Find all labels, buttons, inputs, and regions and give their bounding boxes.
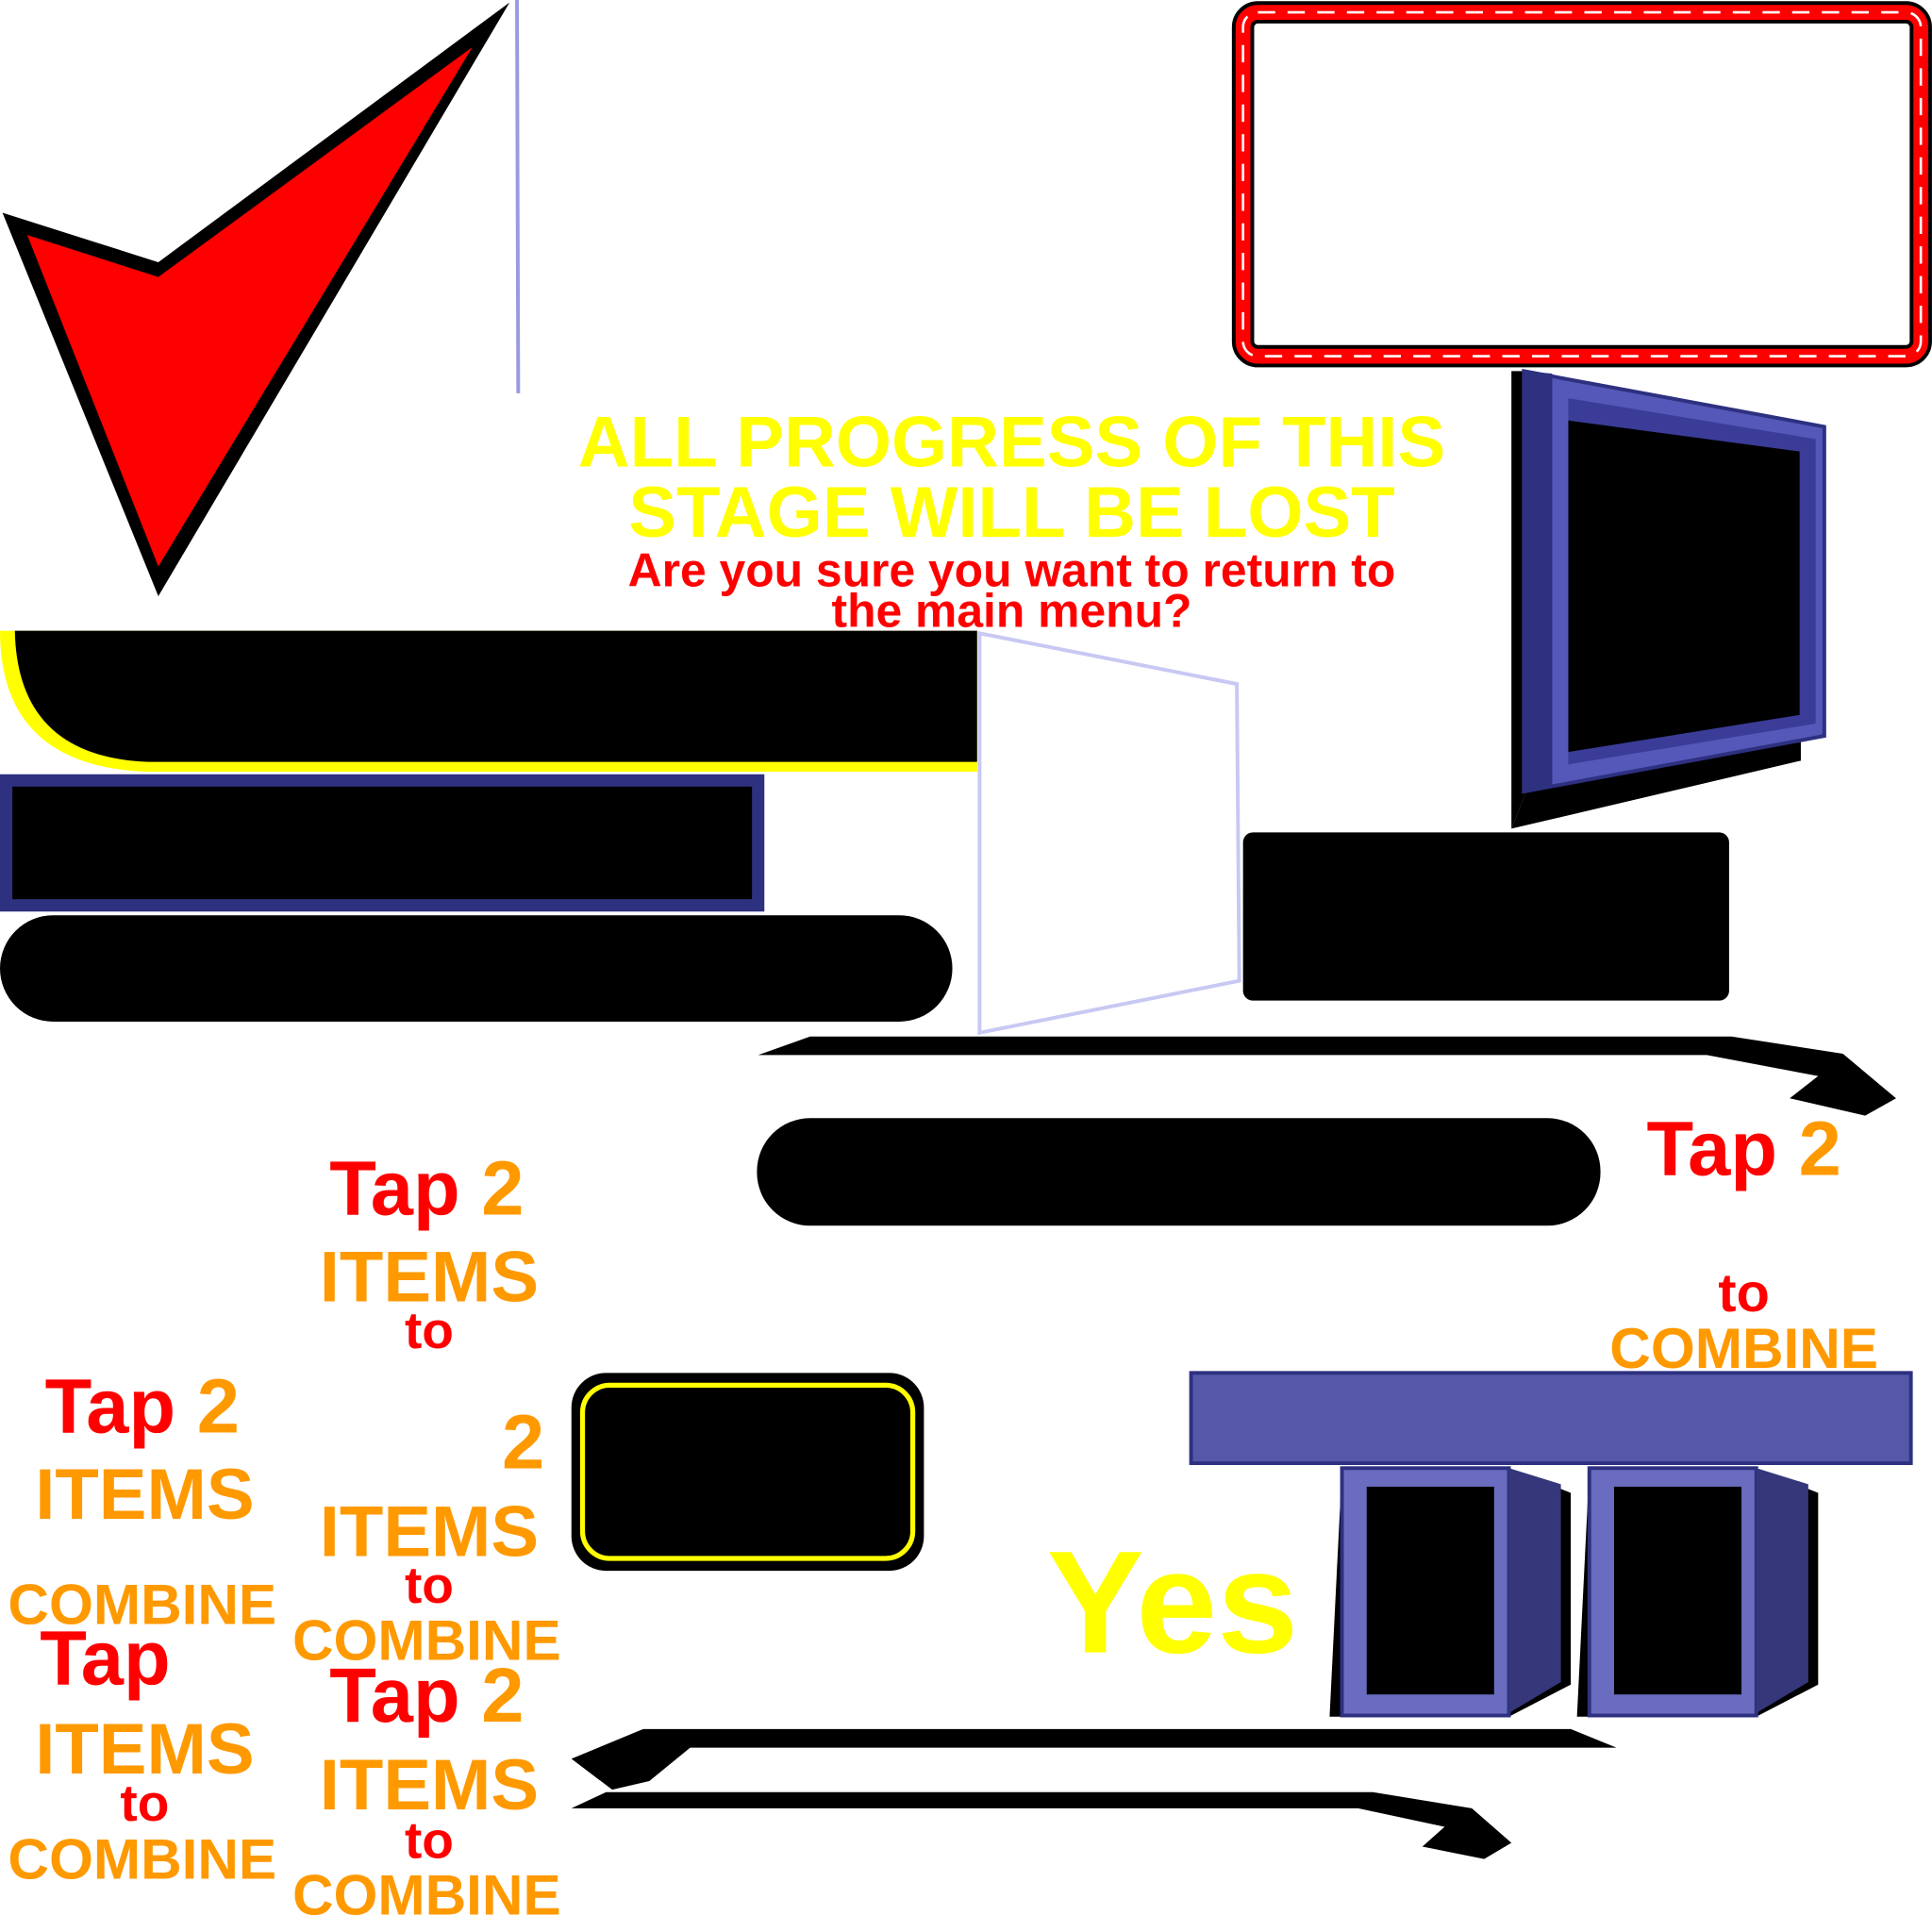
hint-to: to: [405, 1810, 454, 1869]
hint-to: to: [405, 1556, 454, 1614]
yes-button[interactable]: Yes: [1047, 1521, 1299, 1684]
hint-combine: COMBINE: [8, 1827, 276, 1891]
light-trapezoid: [977, 630, 1241, 1036]
pill-button-2[interactable]: [757, 1118, 1601, 1226]
hint-items: ITEMS: [35, 1455, 254, 1535]
hint-items: ITEMS: [320, 1745, 539, 1825]
arrow-banner-left: [571, 1728, 1617, 1790]
hint-tap-2: Tap 2: [45, 1363, 240, 1449]
hint-items: ITEMS: [320, 1491, 539, 1572]
blue-panel: [0, 774, 765, 912]
hint-tap: Tap: [40, 1616, 170, 1702]
rope-frame: [1231, 1, 1932, 368]
hint-combine: COMBINE: [292, 1607, 561, 1672]
black-panel: [1242, 832, 1729, 1001]
warning-line-1: ALL PROGRESS OF THIS: [578, 402, 1446, 482]
question-line-1: Are you sure you want to return to: [628, 543, 1396, 596]
speaker-icon: [1576, 1466, 1819, 1718]
hint-combine: COMBINE: [292, 1863, 561, 1927]
question-line-2: the main menu?: [832, 585, 1192, 638]
pill-button-1[interactable]: [0, 915, 953, 1022]
hint-tap-2: Tap 2: [1647, 1107, 1841, 1192]
blue-bar: [1189, 1371, 1913, 1465]
hint-to: to: [120, 1774, 169, 1832]
arrow-banner: [758, 1036, 1896, 1116]
hint-two: 2: [502, 1399, 544, 1485]
hint-items: ITEMS: [35, 1709, 254, 1790]
selected-button[interactable]: [571, 1373, 924, 1572]
hint-tap-2: Tap 2: [329, 1146, 524, 1232]
arrow-banner-right: [571, 1791, 1512, 1859]
warning-line-2: STAGE WILL BE LOST: [628, 473, 1394, 553]
divider-line: [515, 0, 521, 393]
hint-combine: COMBINE: [1609, 1316, 1878, 1380]
hint-tap-2: Tap 2: [329, 1653, 524, 1739]
hint-to: to: [405, 1301, 454, 1359]
hint-items: ITEMS: [320, 1237, 539, 1317]
monitor-icon: [1511, 368, 1826, 829]
checkmark-icon[interactable]: [2, 2, 510, 596]
hint-combine: COMBINE: [8, 1572, 276, 1636]
speaker-icon: [1329, 1466, 1572, 1718]
hint-to: to: [1718, 1263, 1769, 1324]
